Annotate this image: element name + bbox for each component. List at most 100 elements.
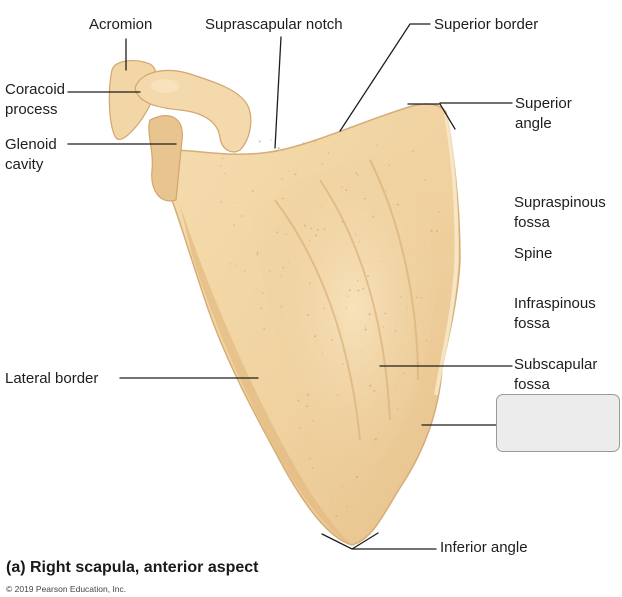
texture-dot <box>229 263 232 265</box>
texture-dot <box>313 335 317 338</box>
texture-dot <box>356 280 359 282</box>
bone-texture <box>220 139 440 518</box>
texture-dot <box>402 372 405 375</box>
texture-dot <box>281 177 283 180</box>
texture-dot <box>436 230 439 233</box>
texture-dot <box>355 475 359 479</box>
texture-dot <box>285 233 287 235</box>
texture-dot <box>384 312 387 315</box>
texture-dot <box>243 270 246 272</box>
label-superior-angle-line2: angle <box>515 115 552 132</box>
texture-dot <box>394 330 397 332</box>
texture-dot <box>430 229 433 232</box>
texture-dot <box>355 233 357 235</box>
label-suprascapular-notch: Suprascapular notch <box>205 16 343 33</box>
label-superior-angle-line1: Superior <box>515 95 572 112</box>
texture-dot <box>372 215 375 218</box>
blank-label-box[interactable] <box>496 394 620 452</box>
texture-dot <box>306 313 309 317</box>
texture-dot <box>277 147 280 150</box>
texture-dot <box>295 172 297 174</box>
texture-dot <box>322 352 324 354</box>
texture-dot <box>346 295 349 297</box>
texture-dot <box>416 296 418 299</box>
texture-dot <box>341 220 344 223</box>
texture-dot <box>367 274 369 277</box>
label-infraspinous-fossa-line1: Infraspinous <box>514 295 596 312</box>
texture-dot <box>424 179 426 181</box>
label-glenoid-cavity-line2: cavity <box>5 156 44 173</box>
texture-dot <box>418 203 420 204</box>
label-subscapular-fossa-line1: Subscapular <box>514 356 598 373</box>
texture-dot <box>382 326 384 328</box>
texture-dot <box>276 231 279 234</box>
texture-dot <box>396 408 399 410</box>
texture-dot <box>263 327 266 330</box>
texture-dot <box>368 313 371 316</box>
texture-dot <box>327 152 330 155</box>
texture-dot <box>270 139 272 141</box>
label-infraspinous-fossa-line2: fossa <box>514 315 550 332</box>
texture-dot <box>359 241 361 243</box>
texture-dot <box>224 172 226 175</box>
texture-dot <box>406 306 408 308</box>
label-spine: Spine <box>514 245 553 262</box>
texture-dot <box>312 420 314 422</box>
texture-dot <box>287 170 289 172</box>
texture-dot <box>220 201 223 203</box>
label-coracoid-process-line1: Coracoid <box>5 81 66 98</box>
texture-dot <box>385 189 387 191</box>
texture-dot <box>251 189 254 192</box>
texture-dot <box>220 165 222 167</box>
texture-dot <box>321 163 323 166</box>
texture-dot <box>341 186 343 188</box>
label-superior-border: Superior border <box>434 16 539 33</box>
texture-dot <box>323 307 326 310</box>
texture-dot <box>233 202 235 203</box>
texture-dot <box>260 307 262 310</box>
leader-suprascapular-notch <box>274 36 282 149</box>
texture-dot <box>345 189 348 192</box>
texture-dot <box>376 144 378 146</box>
texture-dot <box>359 350 361 352</box>
texture-dot <box>294 173 296 176</box>
medial-border-highlight <box>434 113 459 396</box>
texture-dot <box>356 174 359 176</box>
texture-dot <box>346 505 348 508</box>
texture-dot <box>400 296 402 298</box>
texture-dot <box>281 197 284 200</box>
texture-dot <box>373 389 376 392</box>
texture-dot <box>280 275 282 277</box>
texture-dot <box>287 272 289 274</box>
texture-dot <box>302 142 305 145</box>
texture-dot <box>336 394 339 396</box>
glenoid-neck <box>148 115 183 202</box>
texture-dot <box>323 228 326 231</box>
texture-dot <box>369 384 372 387</box>
texture-dot <box>306 405 309 408</box>
copyright-notice: © 2019 Pearson Education, Inc. <box>6 584 127 594</box>
texture-dot <box>297 399 300 402</box>
texture-dot <box>411 150 414 152</box>
texture-dot <box>364 328 367 331</box>
texture-dot <box>388 164 391 167</box>
label-acromion: Acromion <box>89 16 153 33</box>
texture-dot <box>313 140 316 143</box>
texture-dot <box>241 215 243 217</box>
label-lateral-border: Lateral border <box>5 370 99 387</box>
leader-lines <box>67 23 513 550</box>
texture-dot <box>221 157 224 159</box>
texture-dot <box>269 270 271 272</box>
texture-dot <box>311 467 314 470</box>
texture-dot <box>255 287 257 289</box>
texture-dot <box>417 362 419 364</box>
subscapular-ridges <box>274 159 419 441</box>
texture-dot <box>309 239 311 241</box>
texture-dot <box>420 297 423 299</box>
texture-dot <box>280 305 283 308</box>
texture-dot <box>364 326 366 328</box>
texture-dot <box>321 206 323 208</box>
figure-caption: (a) Right scapula, anterior aspect <box>6 559 259 576</box>
